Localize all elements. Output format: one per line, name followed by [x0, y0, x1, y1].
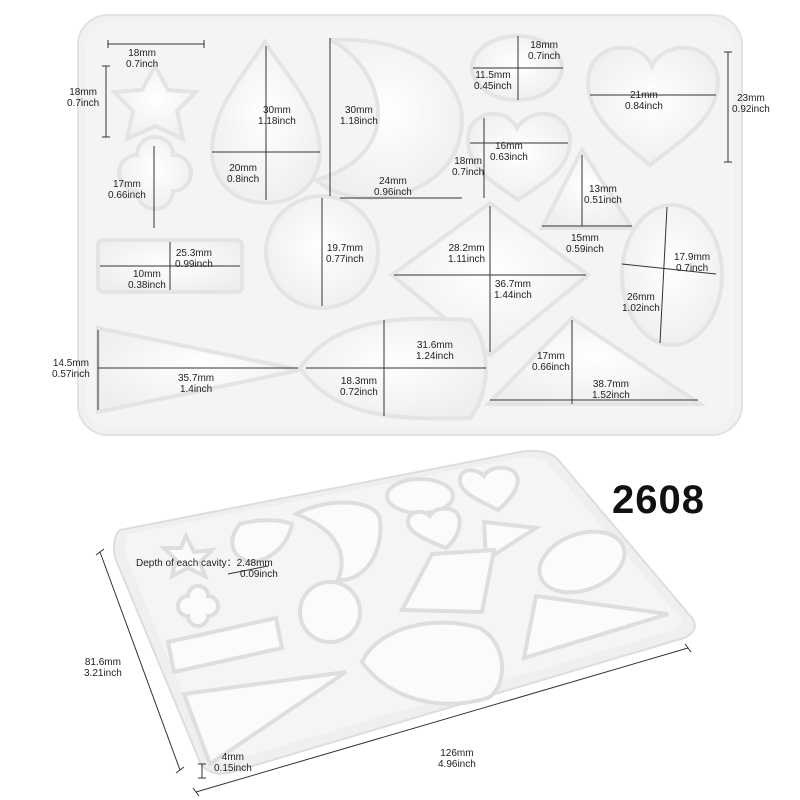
- perspective-small-triangle: [481, 519, 542, 564]
- perspective-small-heart: [405, 506, 462, 551]
- bottom-mold: [95, 449, 696, 797]
- perspective-star: [159, 531, 218, 580]
- perspective-oval: [537, 529, 627, 595]
- perspective-big-heart: [457, 465, 520, 513]
- small-heart-cavity: [465, 111, 573, 203]
- perspective-circle: [298, 580, 362, 644]
- perspective-big-triangle: [521, 593, 669, 661]
- star-cavity: [109, 61, 201, 143]
- perspective-rect: [165, 615, 285, 675]
- perspective-long-triangle: [181, 670, 348, 768]
- top-mold: [77, 14, 743, 436]
- oval-cavity: [620, 203, 724, 347]
- perspective-drop: [230, 518, 295, 565]
- perspective-clover: [176, 584, 220, 628]
- perspective-leaf: [359, 620, 504, 706]
- small-triangle-cavity: [538, 145, 636, 230]
- perspective-diamond: [398, 547, 497, 615]
- perspective-moon: [291, 500, 383, 583]
- big-heart-cavity: [585, 45, 721, 168]
- clover-cavity: [117, 135, 193, 211]
- right-triangle-cavity: [483, 315, 707, 406]
- product-code: 2608: [612, 478, 705, 522]
- leaf-cavity: [297, 316, 488, 421]
